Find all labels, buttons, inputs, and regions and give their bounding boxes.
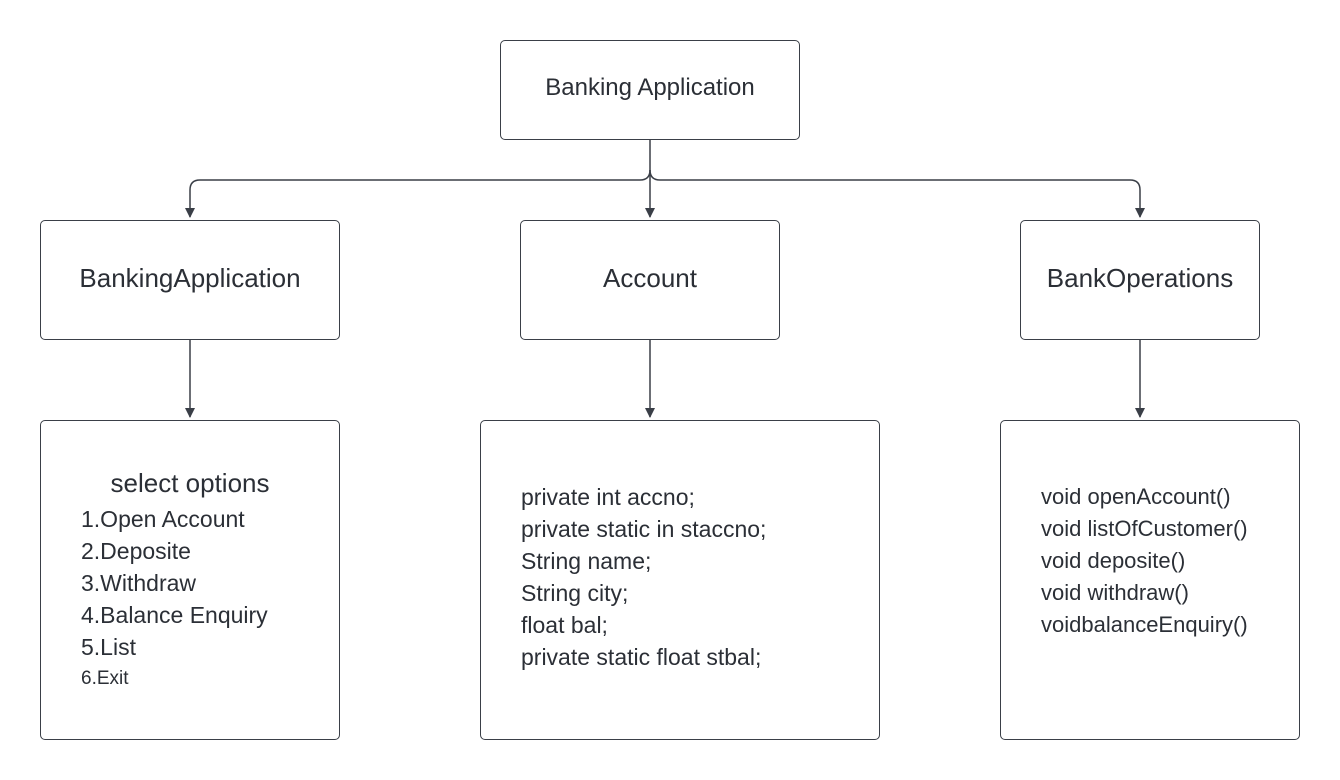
root-node: Banking Application	[500, 40, 800, 140]
options-list-item: 5.List	[81, 634, 136, 660]
node-banking-application-label: BankingApplication	[79, 263, 301, 293]
options-box: select options 1.Open Account 2.Deposite…	[40, 420, 340, 740]
bank-operations-methods-list: void openAccount() void listOfCustomer()…	[1041, 481, 1248, 641]
account-field: String name;	[521, 548, 652, 574]
options-list-item: 1.Open Account	[81, 506, 245, 532]
node-banking-application: BankingApplication	[40, 220, 340, 340]
node-account: Account	[520, 220, 780, 340]
node-account-label: Account	[603, 263, 697, 293]
connector-root-to-bankingapplication	[185, 169, 651, 218]
connector-root-to-bankoperations	[649, 169, 1145, 218]
account-fields-box: private int accno; private static in sta…	[480, 420, 880, 740]
bank-operations-method: void listOfCustomer()	[1041, 516, 1248, 541]
root-node-label: Banking Application	[545, 74, 755, 101]
account-field: float bal;	[521, 612, 608, 638]
bank-operations-methods-box: void openAccount() void listOfCustomer()…	[1000, 420, 1300, 740]
options-heading: select options	[110, 468, 270, 498]
bank-operations-method: voidbalanceEnquiry()	[1041, 612, 1248, 637]
options-list-item: 6.Exit	[81, 668, 129, 689]
account-field: private static in staccno;	[521, 516, 767, 542]
bank-operations-method: void withdraw()	[1041, 580, 1189, 605]
account-fields-list: private int accno; private static in sta…	[521, 481, 766, 673]
options-list-item: 3.Withdraw	[81, 570, 197, 596]
options-list-item: 4.Balance Enquiry	[81, 602, 268, 628]
options-list-item: 2.Deposite	[81, 538, 191, 564]
node-bank-operations: BankOperations	[1020, 220, 1260, 340]
options-list: 1.Open Account 2.Deposite 3.Withdraw 4.B…	[81, 503, 268, 695]
account-field: String city;	[521, 580, 629, 606]
bank-operations-method: void openAccount()	[1041, 484, 1231, 509]
account-field: private static float stbal;	[521, 644, 762, 670]
node-bank-operations-label: BankOperations	[1046, 263, 1234, 293]
bank-operations-method: void deposite()	[1041, 548, 1186, 573]
account-field: private int accno;	[521, 484, 695, 510]
